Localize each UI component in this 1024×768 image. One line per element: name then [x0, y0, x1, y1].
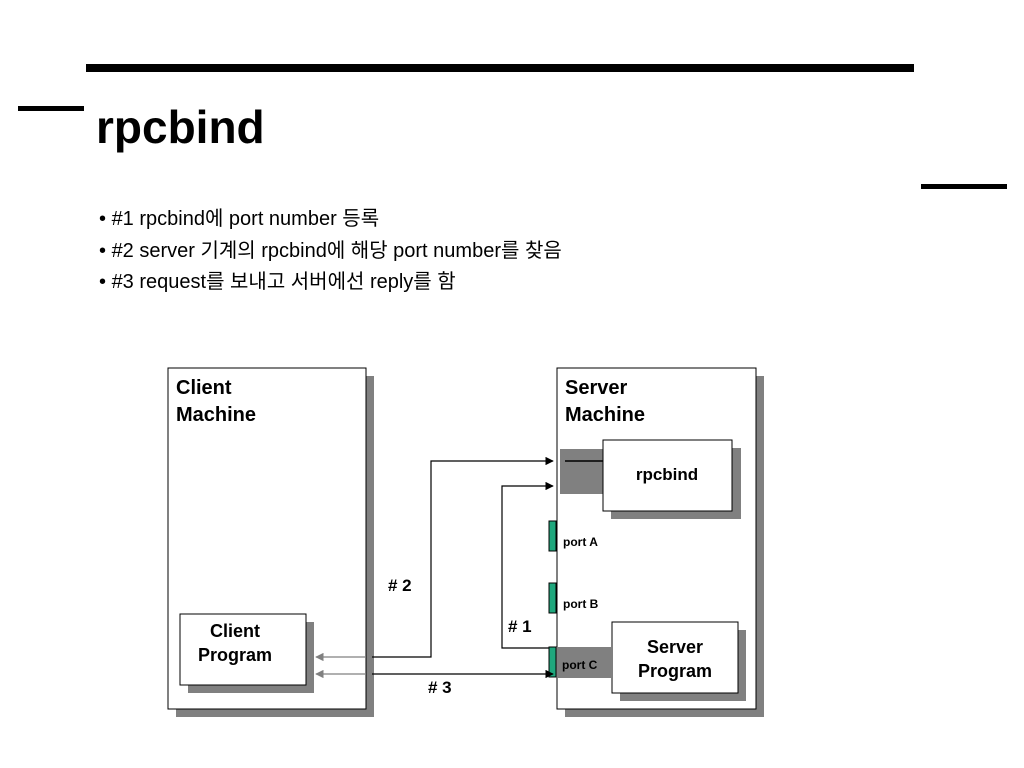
client-program-box — [179, 613, 307, 686]
left-accent-rule — [18, 106, 84, 111]
top-rule — [86, 64, 914, 72]
server-machine-label-line1: Server — [565, 377, 627, 399]
port-b: port B — [548, 582, 599, 614]
slide-title: rpcbind — [96, 101, 265, 153]
port-c-marker — [548, 646, 557, 678]
server-machine-label-line2: Machine — [565, 404, 645, 426]
port-c-highlight — [556, 647, 611, 678]
step-1-label: # 1 — [508, 617, 532, 636]
port-a-label: port A — [563, 535, 598, 549]
bullet-item: #2 server 기계의 rpcbind에 해당 port number를 찾… — [99, 236, 562, 268]
bullet-list: #1 rpcbind에 port number 등록 #2 server 기계의… — [99, 204, 562, 299]
port-b-marker — [548, 582, 557, 614]
server-program-label-line2: Program — [638, 661, 712, 681]
port-a-marker — [548, 520, 557, 552]
bullet-item: #1 rpcbind에 port number 등록 — [99, 204, 562, 236]
server-program-label-line1: Server — [647, 637, 703, 657]
server-program-box — [611, 621, 739, 694]
right-accent-rule — [921, 184, 1007, 189]
port-b-label: port B — [563, 597, 599, 611]
rpcbind-label: rpcbind — [636, 465, 698, 484]
server-program: Server Program — [611, 621, 746, 701]
rpcbind-port-highlight — [560, 449, 603, 494]
rpcbind-box — [602, 439, 733, 512]
port-c-label: port C — [562, 658, 598, 672]
rpcbind-process: rpcbind — [602, 439, 741, 519]
arrow-step-1 — [501, 481, 554, 649]
port-a: port A — [548, 520, 598, 552]
client-program-label-line2: Program — [198, 645, 272, 665]
client-machine-label-line2: Machine — [176, 404, 256, 426]
step-3-label: # 3 — [428, 678, 452, 697]
bullet-item: #3 request를 보내고 서버에선 reply를 함 — [99, 267, 562, 299]
step-2-label: # 2 — [388, 576, 412, 595]
client-machine-label-line1: Client — [176, 377, 232, 399]
client-program-label-line1: Client — [210, 621, 260, 641]
client-program: Client Program — [179, 613, 314, 693]
arrow-step-2 — [372, 456, 554, 658]
